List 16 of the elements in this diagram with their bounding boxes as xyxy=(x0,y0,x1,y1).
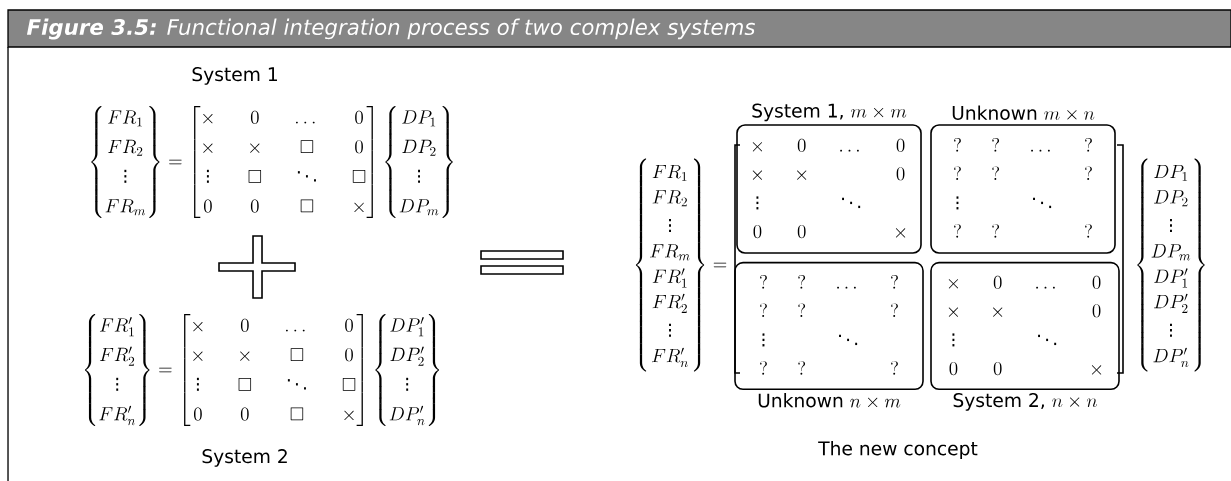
block-caption: $\text{Unknown } m \times n$ xyxy=(952,105,1095,120)
block-caption: $\text{Unknown } n \times m$ xyxy=(758,393,901,408)
matrix-block: $\begin{matrix}\times & 0 & \dots & 0\\ \times & \times & & 0\\ \vdots & & \ddots & \\ 0 & 0 & & \times\end{matrix}$ xyxy=(736,124,922,254)
matrix-block: $\begin{matrix}\times & 0 & \dots & 0\\ \times & \times & & 0\\ \vdots & & \ddots & \\ 0 & 0 & & \times\end{matrix}$ xyxy=(930,261,1120,391)
vector-equation: $\begin{Bmatrix}FR_1\\ FR_2\\ \vdots\\ FR_m\\ FR'_1\\ FR'_2\\ \vdots\\ FR'_n\end{Bmatrix} =$ xyxy=(635,158,727,372)
caption: The new concept xyxy=(818,440,978,460)
equation: $\begin{Bmatrix}FR'_1\\ FR'_2\\ \vdots\\ FR'_n\end{Bmatrix}=\begin{bmatrix}\times & 0 & \dots & 0\\ \times & \times & \square & 0\\ \vdots & \square & \ddots & \square\\ 0 & 0 & \square & \times\end{bmatrix}\begin{Bmatrix}DP'_1\\ DP'_2\\ \vdots\\ DP'_n\end{Bmatrix}$ xyxy=(84,314,440,426)
title-bar: Figure 3.5: Functional integration process of two complex systems xyxy=(7,9,1231,48)
matrix-block: $\begin{matrix}? & ? & \dots & ?\\ ? & ? & & ?\\ \vdots & & \ddots & \\ ? & ? & & ?\end{matrix}$ xyxy=(930,124,1116,254)
equation: $\begin{Bmatrix}FR_1\\ FR_2\\ \vdots\\ FR_m\end{Bmatrix}=\begin{bmatrix}\times & 0 & \dots & 0\\ \times & \times & \square & 0\\ \vdots & \square & \ddots & \square\\ 0 & 0 & \square & \times\end{bmatrix}\begin{Bmatrix}DP_1\\ DP_2\\ \vdots\\ DP_m\end{Bmatrix}$ xyxy=(91,106,453,218)
vector: $\begin{Bmatrix}DP_1\\ DP_2\\ \vdots\\ DP_m\\ DP'_1\\ DP'_2\\ \vdots\\ DP'_n\end{Bmatrix}$ xyxy=(1137,158,1205,372)
caption: System 2 xyxy=(202,449,287,467)
matrix-block: $\begin{matrix}? & ? & \dots & ?\\ ? & ? & & ?\\ \vdots & & \ddots & \\ ? & ? & & ?\end{matrix}$ xyxy=(734,261,924,391)
block-caption: $\text{System 1, } m \times m$ xyxy=(752,103,907,122)
caption: System 1 xyxy=(192,67,277,85)
block-caption: $\text{System 2, } n \times n$ xyxy=(953,393,1097,411)
